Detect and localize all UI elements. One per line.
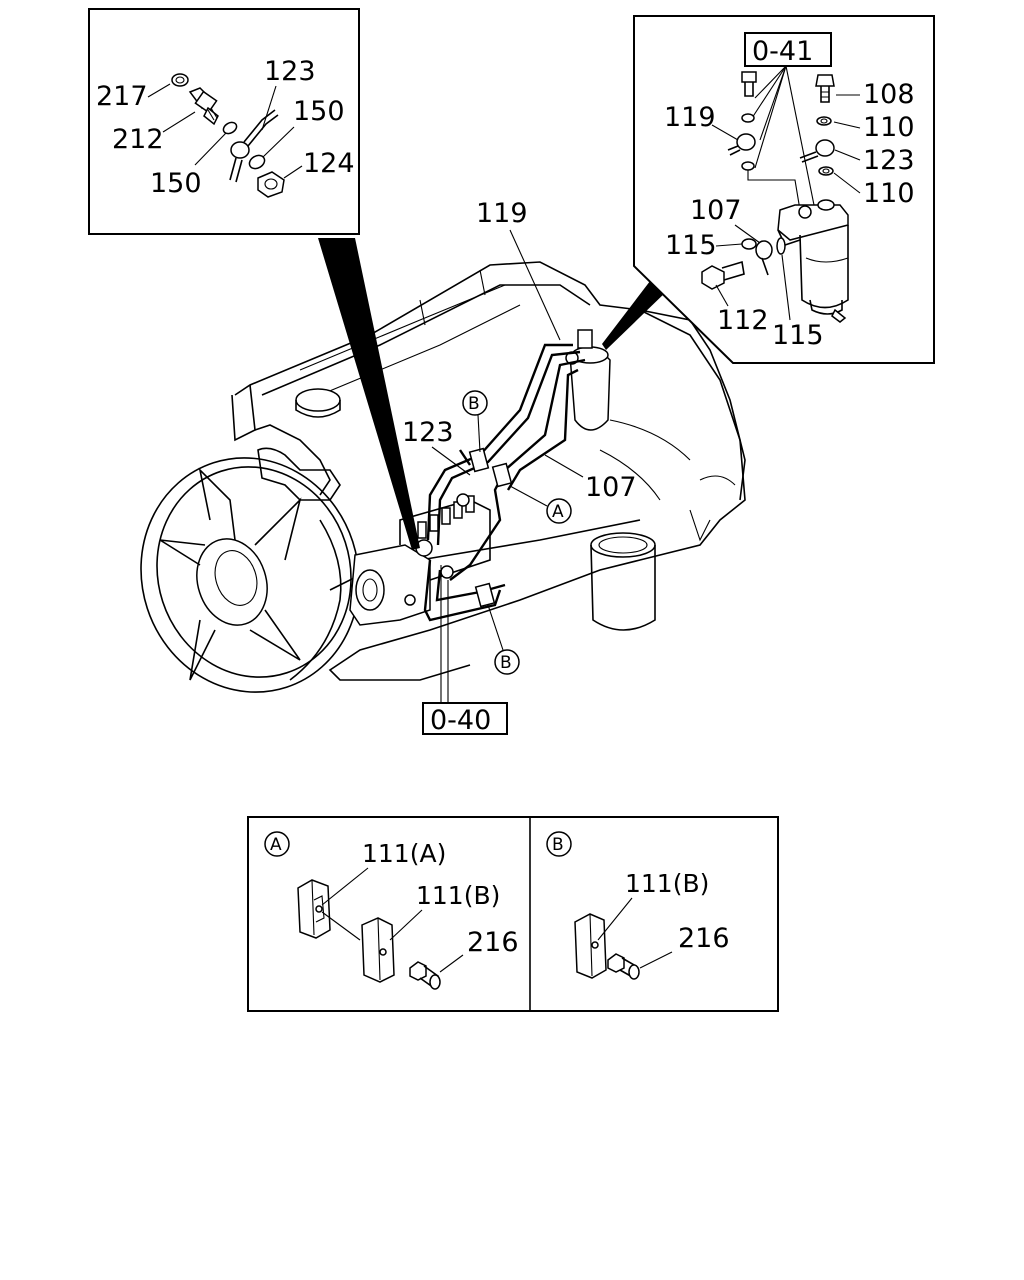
label-main-119: 119 [476,198,528,229]
oil-filter-canister [590,532,656,631]
label-tr-115-left: 115 [665,230,717,261]
fuel-pipes [423,343,586,622]
eye-bolt-123 [229,109,279,183]
detail-b-marker: B [552,835,564,855]
detail-a: A 111(A) 111(B) 216 [264,831,519,990]
label-da-111b: 111(B) [416,881,500,910]
inset-top-left: 217 212 123 150 150 124 [88,8,360,235]
label-da-111a: 111(A) [362,839,446,868]
cooling-fan [140,457,360,693]
label-tr-112: 112 [717,305,769,336]
sensor-212 [188,87,219,126]
label-tr-123: 123 [863,145,915,176]
label-main-107: 107 [585,472,637,503]
callout-b-top: B [468,394,480,414]
detail-a-marker: A [270,835,282,855]
label-tl-217: 217 [96,81,148,112]
oil-filler-cap [295,388,341,418]
callout-b-bottom: B [500,653,512,673]
bolt-108 [815,74,835,103]
label-tl-212: 212 [112,124,164,155]
ref-0-40: 0-40 [430,705,491,736]
label-main-123: 123 [402,417,454,448]
main-labels: 119 123 107 A B B 0-40 [402,198,637,736]
nut-124 [257,171,285,198]
label-tr-115-right: 115 [772,320,824,351]
label-tr-108: 108 [863,79,915,110]
bolt-top-small [741,71,757,97]
label-db-216: 216 [678,923,730,954]
detail-b: B 111(B) 216 [546,831,730,980]
label-tr-107: 107 [690,195,742,226]
eye-bolt-123-right [799,139,835,163]
detail-panel: A 111(A) 111(B) 216 B [247,816,779,1012]
fuel-filter-engine [565,329,611,431]
leader-wedge-right [602,268,668,350]
label-tl-150-top: 150 [293,96,345,127]
label-tr-110-bottom: 110 [863,178,915,209]
label-db-111b: 111(B) [625,869,709,898]
injection-pump [349,495,491,626]
label-tl-150-bottom: 150 [150,168,202,199]
label-tl-124: 124 [303,148,355,179]
label-tl-123: 123 [264,56,316,87]
engine-assembly [140,261,746,693]
label-tr-119: 119 [664,102,716,133]
leader-wedge-left [318,238,420,550]
inset-top-right: 0-41 [633,15,935,364]
ref-0-41: 0-41 [752,36,813,67]
label-da-216: 216 [467,927,519,958]
bolt-112 [701,260,745,290]
label-tr-110-top: 110 [863,112,915,143]
eye-bolt-119 [727,133,756,156]
callout-a: A [552,502,564,522]
